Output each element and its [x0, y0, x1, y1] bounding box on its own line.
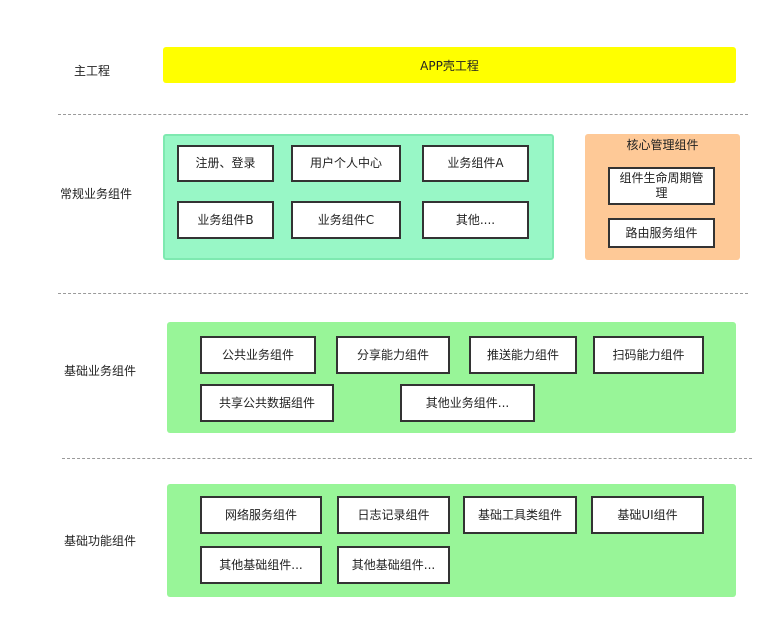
box-network: 网络服务组件: [200, 496, 322, 534]
box-router-service: 路由服务组件: [608, 218, 715, 248]
box-register-login: 注册、登录: [177, 145, 274, 182]
box-common-business: 公共业务组件: [200, 336, 316, 374]
divider-3: [62, 458, 752, 459]
box-share: 分享能力组件: [336, 336, 450, 374]
box-shared-data: 共享公共数据组件: [200, 384, 334, 422]
row-label-basic-business: 基础业务组件: [64, 364, 137, 378]
divider-1: [58, 114, 748, 115]
box-other-basic-business: 其他业务组件...: [400, 384, 535, 422]
box-other-basic-1: 其他基础组件...: [200, 546, 322, 584]
box-user-center: 用户个人中心: [291, 145, 401, 182]
box-other-basic-2: 其他基础组件...: [337, 546, 450, 584]
row-label-main: 主工程: [74, 64, 111, 78]
divider-2: [58, 293, 748, 294]
box-utils: 基础工具类组件: [463, 496, 577, 534]
box-scan: 扫码能力组件: [593, 336, 704, 374]
box-other-business: 其他....: [422, 201, 529, 239]
box-basic-ui: 基础UI组件: [591, 496, 704, 534]
app-shell-bar: APP壳工程: [163, 47, 736, 83]
box-log: 日志记录组件: [337, 496, 450, 534]
row-label-business: 常规业务组件: [60, 187, 133, 201]
row-label-basic-function: 基础功能组件: [64, 534, 137, 548]
box-push: 推送能力组件: [469, 336, 577, 374]
box-business-c: 业务组件C: [291, 201, 401, 239]
core-management-title: 核心管理组件: [626, 138, 699, 152]
box-business-a: 业务组件A: [422, 145, 529, 182]
box-business-b: 业务组件B: [177, 201, 274, 239]
box-lifecycle: 组件生命周期管理: [608, 167, 715, 205]
